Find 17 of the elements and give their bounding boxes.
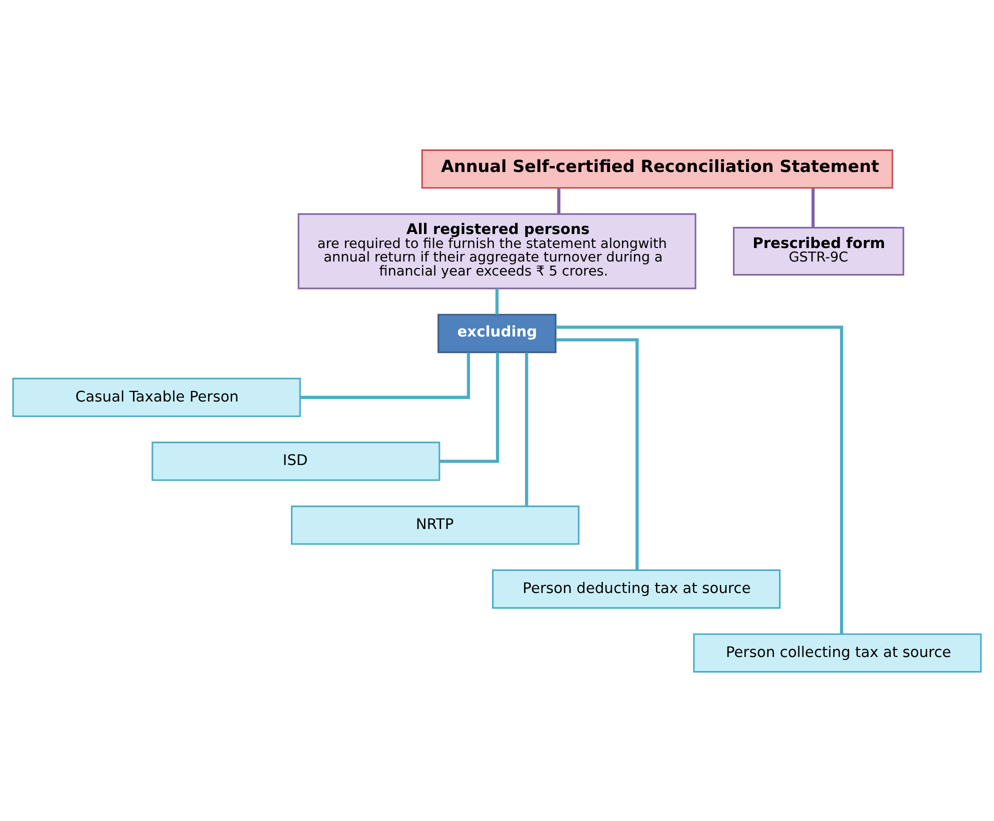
node-box: NRTP (290, 505, 580, 544)
connector (525, 352, 528, 506)
connector (495, 288, 499, 314)
node-box: Person deducting tax at source (492, 568, 781, 608)
node-box: excluding (438, 313, 556, 353)
connector (300, 352, 470, 398)
node-box: Person collecting tax at source (693, 632, 982, 672)
node-box: Casual Taxable Person (12, 377, 301, 417)
connector (556, 325, 844, 634)
node-box: All registered persons are required to file furnish the statement alongwith annual return if their aggregate turnover during a financial year exceeds ₹ 5 crores. (298, 212, 696, 289)
node-box: ISD (152, 441, 440, 480)
connector (439, 352, 500, 462)
connector (811, 188, 815, 228)
node-box: Annual Self-certified Reconciliation Statement (421, 148, 894, 188)
node-box: Prescribed form GSTR-9C (732, 226, 904, 276)
connector (557, 188, 560, 214)
connector (556, 338, 639, 570)
